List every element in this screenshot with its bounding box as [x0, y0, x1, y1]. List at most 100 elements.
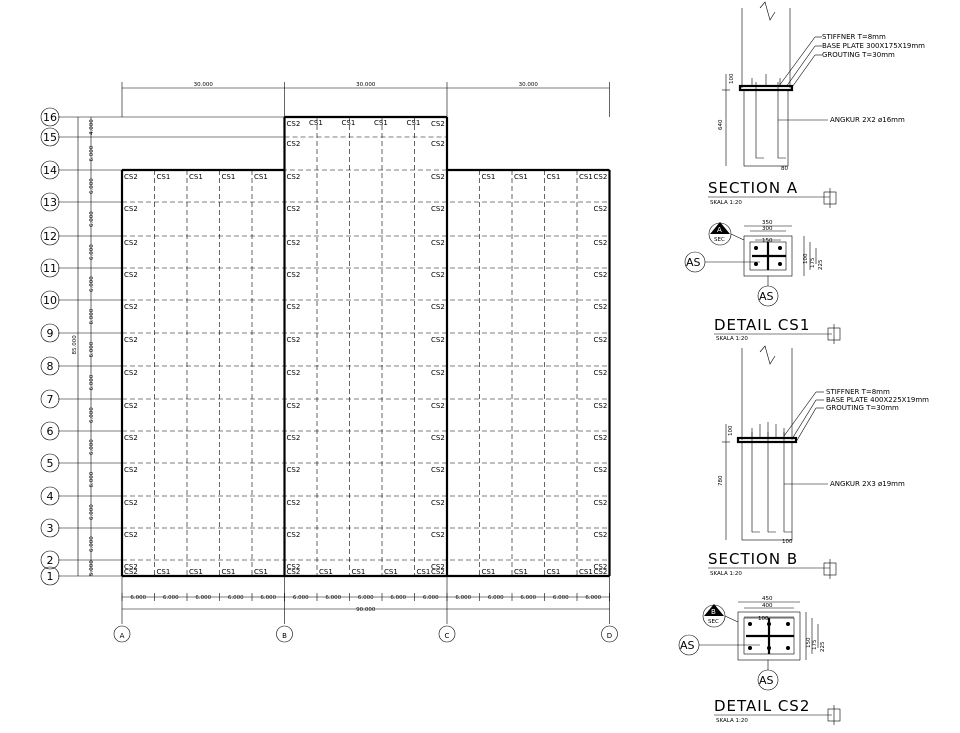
col-cs2-B-5: CS2 [287, 466, 301, 474]
col-cs2-C-16: CS2 [431, 120, 445, 128]
col-cs2-D-7: CS2 [594, 402, 608, 410]
col-cs1-bottom-1: CS1 [157, 568, 171, 576]
cs1-dim-300: 300 [762, 226, 773, 232]
section-b-dim-depth: 780 [718, 475, 724, 486]
col-cs2-D-8: CS2 [594, 369, 608, 377]
bottom-total-dim: 90.000 [356, 607, 376, 613]
row-label-2: 2 [47, 554, 54, 567]
cs2-dim-175: 175 [812, 639, 818, 650]
col-cs2-C-11: CS2 [431, 271, 445, 279]
col-cs2-B-14: CS2 [287, 173, 301, 181]
col-cs1-top-6: CS1 [309, 119, 323, 127]
left-dim-12: 6.000 [89, 471, 95, 487]
left-dim-6: 6.000 [89, 276, 95, 292]
col-cs2-B-1: CS2 [287, 568, 301, 576]
section-a-detail: 100 640 80 STIFFNER T=8mm BASE PLATE 300… [708, 1, 925, 208]
col-cs2-C-15: CS2 [431, 140, 445, 148]
bottom-bay-dim-4: 6.000 [228, 595, 244, 601]
left-dim-1: 4.000 [89, 119, 95, 135]
col-cs2-B-9: CS2 [287, 336, 301, 344]
left-dim-5: 6.000 [89, 244, 95, 260]
row-label-16: 16 [43, 111, 57, 124]
bottom-bay-dim-9: 6.000 [390, 595, 406, 601]
row-label-10: 10 [43, 294, 57, 307]
left-dim-13: 6.000 [89, 504, 95, 520]
bottom-bay-dim-6: 6.000 [293, 595, 309, 601]
row-bubble-5 [40, 453, 60, 473]
bottom-bay-dim-1: 6.000 [130, 595, 146, 601]
row-label-9: 9 [47, 327, 54, 340]
cs2-dim-400: 400 [762, 603, 773, 609]
left-dim-4: 6.000 [89, 211, 95, 227]
row-label-13: 13 [43, 196, 57, 209]
col-cs2-B-4: CS2 [287, 499, 301, 507]
section-a-grouting-note: GROUTING T=30mm [822, 51, 895, 59]
section-a-title: SECTION A [708, 179, 798, 197]
row-label-7: 7 [47, 393, 54, 406]
bottom-bay-dim-2: 6.000 [163, 595, 179, 601]
col-cs2-D-14: CS2 [594, 173, 608, 181]
detail-cs1-title: DETAIL CS1 [714, 316, 810, 334]
axis-bubble-A [113, 625, 131, 643]
bottom-bay-dim-13: 6.000 [520, 595, 536, 601]
row-label-11: 11 [43, 262, 57, 275]
col-cs2-B-13: CS2 [287, 205, 301, 213]
row-bubble-3 [40, 518, 60, 538]
cs2-as-left: AS [680, 639, 695, 652]
row-label-3: 3 [47, 522, 54, 535]
col-cs2-A-4: CS2 [124, 499, 138, 507]
col-cs2-B-15: CS2 [287, 140, 301, 148]
cs2-as-bottom: AS [759, 674, 774, 687]
col-cs2-C-12: CS2 [431, 239, 445, 247]
row-label-15: 15 [43, 131, 57, 144]
section-a-dim-top: 100 [729, 73, 735, 84]
col-cs1-bottom-6: CS1 [319, 568, 333, 576]
bottom-bay-dim-14: 6.000 [553, 595, 569, 601]
col-cs1-mid-12: CS1 [514, 173, 528, 181]
section-b-dim-hook: 100 [782, 539, 793, 545]
col-cs2-C-10: CS2 [431, 303, 445, 311]
col-cs2-C-5: CS2 [431, 466, 445, 474]
col-cs1-bottom-4: CS1 [254, 568, 268, 576]
col-cs2-D-6: CS2 [594, 434, 608, 442]
col-cs1-mid-11: CS1 [482, 173, 496, 181]
col-cs2-A-10: CS2 [124, 303, 138, 311]
cs1-dim-100: 100 [803, 253, 809, 264]
cs2-tag-letter: B [711, 608, 716, 616]
col-cs2-A-3: CS2 [124, 531, 138, 539]
col-cs2-D-1: CS2 [594, 568, 608, 576]
col-cs1-bottom-3: CS1 [222, 568, 236, 576]
row-bubble-11 [40, 258, 60, 278]
col-cs2-A-12: CS2 [124, 239, 138, 247]
row-bubble-13 [40, 192, 60, 212]
row-bubble-15 [40, 127, 60, 147]
axis-bubble-B [276, 625, 293, 643]
left-dim-7: 6.000 [89, 308, 95, 324]
col-cs2-C-7: CS2 [431, 402, 445, 410]
axis-label-B: B [282, 632, 287, 640]
col-cs2-A-11: CS2 [124, 271, 138, 279]
row-bubble-8 [40, 356, 60, 376]
section-b-scale: SKALA 1:20 [710, 571, 742, 577]
cs2-dim-450: 450 [762, 596, 773, 602]
cs1-dim-150: 150 [762, 238, 773, 244]
cs2-dim-225: 225 [820, 641, 826, 652]
col-cs2-B-6: CS2 [287, 434, 301, 442]
row-label-4: 4 [47, 490, 54, 503]
row-bubble-1 [40, 566, 60, 586]
row-bubble-9 [40, 323, 60, 343]
col-cs1-bottom-11: CS1 [482, 568, 496, 576]
section-a-dim-depth: 640 [718, 119, 724, 130]
col-cs1-mid-14: CS1 [579, 173, 593, 181]
bottom-bay-dim-7: 6.000 [325, 595, 341, 601]
detail-cs1: 350 300 150 225 175 100 A SEC AS AS DETA… [684, 220, 841, 344]
bottom-bay-dim-10: 6.000 [423, 595, 439, 601]
left-dim-2: 6.000 [89, 145, 95, 161]
bottom-bay-dim-12: 6.000 [488, 595, 504, 601]
col-cs1-mid-3: CS1 [222, 173, 236, 181]
bottom-bay-dim-3: 6.000 [195, 595, 211, 601]
col-cs2-B-16: CS2 [287, 120, 301, 128]
col-cs2-A-9: CS2 [124, 336, 138, 344]
top-dim-2: 30.000 [356, 82, 376, 88]
col-cs2-C-4: CS2 [431, 499, 445, 507]
